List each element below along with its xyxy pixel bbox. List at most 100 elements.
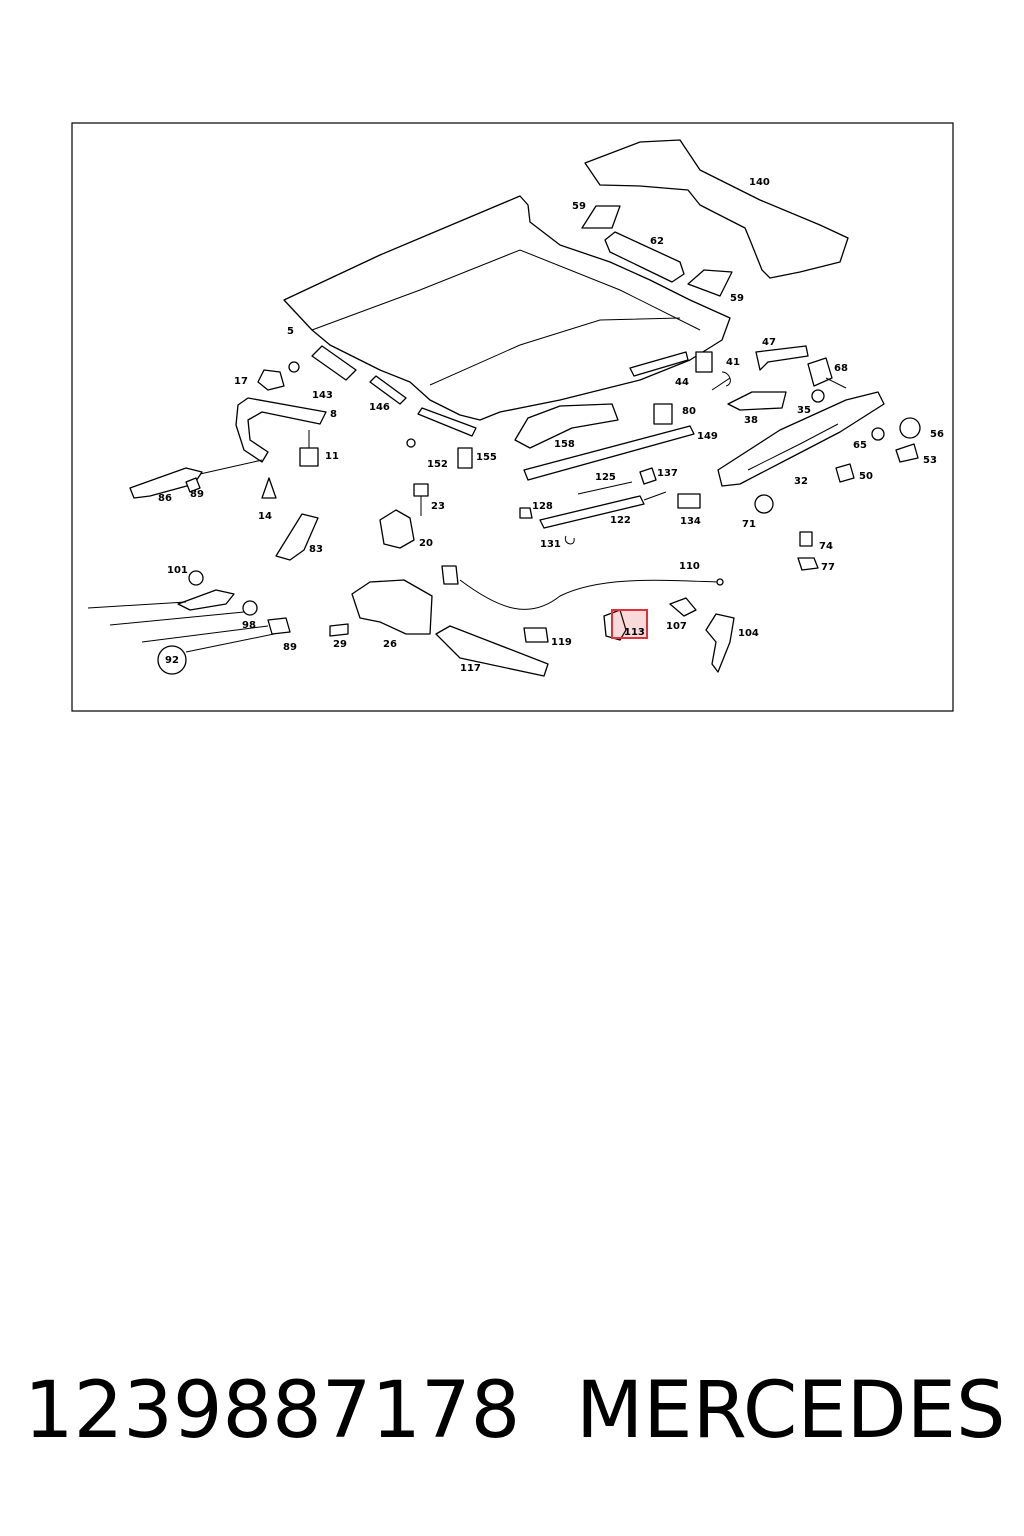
screw-11-shape xyxy=(299,447,319,467)
vent-left-shape xyxy=(581,205,621,229)
label-122: 122 xyxy=(610,515,631,526)
lever-92-shape xyxy=(177,589,235,611)
rail-44-shape xyxy=(629,351,689,377)
label-155: 155 xyxy=(476,452,497,463)
duct-117-shape xyxy=(435,625,549,677)
brand-name: MERCEDES xyxy=(576,1366,1006,1456)
label-20: 20 xyxy=(419,538,433,549)
label-86: 86 xyxy=(158,493,172,504)
arm-32-shape xyxy=(717,391,885,487)
label-59-top: 59 xyxy=(572,201,586,212)
label-65: 65 xyxy=(853,440,867,451)
label-23: 23 xyxy=(431,501,445,512)
plate-38-shape xyxy=(727,391,787,411)
label-158: 158 xyxy=(554,439,575,450)
label-44: 44 xyxy=(675,377,689,388)
caption: 1239887178 MERCEDES xyxy=(24,1366,1014,1466)
seal-152-shape xyxy=(417,407,477,437)
label-140: 140 xyxy=(749,177,770,188)
label-89-top: 89 xyxy=(190,489,204,500)
cable-110-shape xyxy=(459,579,719,610)
pad-158-shape xyxy=(514,403,619,449)
label-128: 128 xyxy=(532,501,553,512)
label-56: 56 xyxy=(930,429,944,440)
label-83: 83 xyxy=(309,544,323,555)
vent-center-shape xyxy=(604,231,685,283)
label-32: 32 xyxy=(794,476,808,487)
label-125: 125 xyxy=(595,472,616,483)
rod-146-shape xyxy=(369,375,407,405)
clip-17-shape xyxy=(257,369,285,391)
vent-right-shape xyxy=(687,269,733,297)
label-47: 47 xyxy=(762,337,776,348)
clip-80-shape xyxy=(653,403,673,425)
label-38: 38 xyxy=(744,415,758,426)
label-131: 131 xyxy=(540,539,561,550)
screw-128-shape xyxy=(519,507,533,519)
callout-92-circle xyxy=(157,645,187,675)
hinge-8-shape xyxy=(235,397,327,463)
hood-shape xyxy=(283,195,731,421)
insulation-mat-shape xyxy=(584,139,849,279)
label-59-right: 59 xyxy=(730,293,744,304)
label-107: 107 xyxy=(666,621,687,632)
cable-110-end-shape xyxy=(441,565,459,585)
label-29: 29 xyxy=(333,639,347,650)
label-98: 98 xyxy=(242,620,256,631)
clip-44-shape xyxy=(695,351,713,373)
grommet-119-shape xyxy=(523,627,549,643)
label-92: 92 xyxy=(165,655,179,666)
label-8: 8 xyxy=(330,409,337,420)
label-119: 119 xyxy=(551,637,572,648)
clip-29-shape xyxy=(329,623,349,637)
label-17: 17 xyxy=(234,376,248,387)
label-35: 35 xyxy=(797,405,811,416)
bushing-50-shape xyxy=(835,463,855,483)
label-146: 146 xyxy=(369,402,390,413)
bolt-74-shape xyxy=(799,531,813,547)
label-77: 77 xyxy=(821,562,835,573)
handle-104-shape xyxy=(705,613,735,673)
label-5: 5 xyxy=(287,326,294,337)
label-101: 101 xyxy=(167,565,188,576)
strut-122-shape xyxy=(539,495,645,529)
clip-155-shape xyxy=(457,447,473,469)
label-152: 152 xyxy=(427,459,448,470)
label-53: 53 xyxy=(923,455,937,466)
label-134: 134 xyxy=(680,516,701,527)
label-117: 117 xyxy=(460,663,481,674)
label-143: 143 xyxy=(312,390,333,401)
label-110: 110 xyxy=(679,561,700,572)
label-74: 74 xyxy=(819,541,833,552)
label-89-bottom: 89 xyxy=(283,642,297,653)
plug-89-shape xyxy=(267,617,291,635)
label-26: 26 xyxy=(383,639,397,650)
label-62: 62 xyxy=(650,236,664,247)
label-80: 80 xyxy=(682,406,696,417)
parts-diagram: 140 59 62 59 5 47 41 68 44 17 143 146 8 … xyxy=(71,122,954,712)
pin-89-top-shape xyxy=(185,477,201,493)
housing-26-shape xyxy=(351,579,433,635)
strip-149-shape xyxy=(523,425,695,481)
spring-41-shape xyxy=(711,371,731,391)
label-50: 50 xyxy=(859,471,873,482)
bolt-68-shape xyxy=(807,357,833,387)
bracket-47-shape xyxy=(755,345,809,371)
screw-53-shape xyxy=(895,443,919,463)
label-14: 14 xyxy=(258,511,272,522)
label-104: 104 xyxy=(738,628,759,639)
lock-20-shape xyxy=(379,509,415,549)
label-113: 113 xyxy=(624,627,645,638)
label-149: 149 xyxy=(697,431,718,442)
rail-143-shape xyxy=(311,345,357,381)
screw-14-shape xyxy=(261,477,277,499)
highlight-113-box xyxy=(611,609,648,639)
label-41: 41 xyxy=(726,357,740,368)
label-137: 137 xyxy=(657,468,678,479)
bolt-23-shape xyxy=(413,483,429,497)
bracket-83-shape xyxy=(275,513,319,561)
clip-107-shape xyxy=(669,597,697,617)
bolt-134-shape xyxy=(677,493,701,509)
diagram-labels: 140 59 62 59 5 47 41 68 44 17 143 146 8 … xyxy=(158,177,944,674)
label-11: 11 xyxy=(325,451,339,462)
